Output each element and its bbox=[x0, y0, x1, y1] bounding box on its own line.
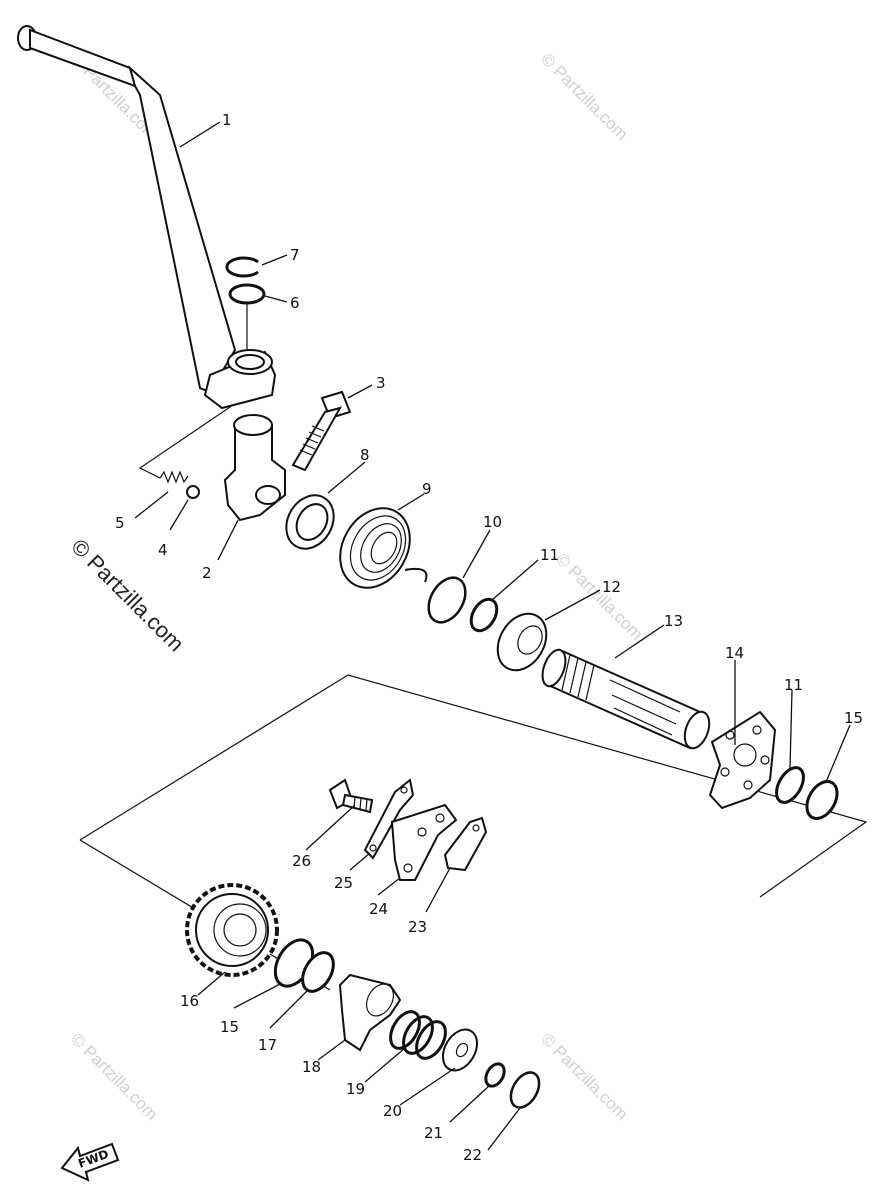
watermark-bottom-left: © Partzilla.com bbox=[67, 1029, 161, 1123]
washer-6 bbox=[228, 283, 266, 350]
part-labels: 1 2 3 4 5 6 7 8 9 10 11 12 13 14 11 15 2… bbox=[115, 111, 863, 1164]
label-5: 5 bbox=[115, 514, 125, 532]
label-9: 9 bbox=[422, 480, 432, 498]
label-25: 25 bbox=[334, 874, 353, 892]
circlip-11a bbox=[469, 597, 499, 633]
washer-10 bbox=[427, 576, 467, 624]
watermark-main: © Partzilla.com bbox=[66, 534, 189, 657]
washer-22 bbox=[509, 1071, 541, 1109]
circlip-7 bbox=[225, 256, 259, 278]
kick-lever bbox=[17, 25, 277, 410]
label-10: 10 bbox=[483, 513, 502, 531]
ball-4 bbox=[186, 485, 200, 499]
spring-5 bbox=[159, 470, 189, 484]
watermark-top-right: © Partzilla.com bbox=[537, 49, 631, 143]
label-4: 4 bbox=[158, 541, 168, 559]
washer-20 bbox=[441, 1028, 479, 1072]
label-21: 21 bbox=[424, 1124, 443, 1142]
torsion-spring-9 bbox=[339, 507, 428, 589]
label-6: 6 bbox=[290, 294, 300, 312]
label-7: 7 bbox=[290, 246, 300, 264]
label-14: 14 bbox=[725, 644, 744, 662]
label-2: 2 bbox=[202, 564, 212, 582]
label-20: 20 bbox=[383, 1102, 402, 1120]
watermark-bottom-right: © Partzilla.com bbox=[537, 1029, 631, 1123]
label-26: 26 bbox=[292, 852, 311, 870]
label-11a: 11 bbox=[540, 546, 559, 564]
spring-19 bbox=[389, 1010, 447, 1060]
label-8: 8 bbox=[360, 446, 370, 464]
label-24: 24 bbox=[369, 900, 388, 918]
label-12: 12 bbox=[602, 578, 621, 596]
label-16: 16 bbox=[180, 992, 199, 1010]
watermark-mid: © Partzilla.com bbox=[552, 549, 646, 643]
label-18: 18 bbox=[302, 1058, 321, 1076]
label-13: 13 bbox=[664, 612, 683, 630]
label-17: 17 bbox=[258, 1036, 277, 1054]
plate-14 bbox=[708, 710, 777, 810]
label-1: 1 bbox=[222, 111, 232, 129]
bracket-24 bbox=[390, 803, 458, 881]
collar-12 bbox=[496, 612, 548, 672]
label-22: 22 bbox=[463, 1146, 482, 1164]
label-15a: 15 bbox=[844, 709, 863, 727]
label-3: 3 bbox=[376, 374, 386, 392]
fwd-arrow: FWD bbox=[60, 1142, 120, 1182]
circlip-11b bbox=[775, 766, 805, 804]
bolt-3 bbox=[291, 390, 352, 472]
label-15b: 15 bbox=[220, 1018, 239, 1036]
label-23: 23 bbox=[408, 918, 427, 936]
ratchet-18 bbox=[338, 973, 402, 1052]
oil-seal-8 bbox=[285, 494, 335, 550]
leader-lines bbox=[134, 121, 851, 1151]
bolt-26 bbox=[328, 778, 374, 814]
label-11b: 11 bbox=[784, 676, 803, 694]
lever-boss-2 bbox=[223, 414, 286, 522]
kick-shaft-13 bbox=[541, 648, 711, 750]
lock-plate-25 bbox=[363, 778, 415, 860]
kick-gear-16 bbox=[185, 883, 279, 977]
circlip-21 bbox=[484, 1062, 506, 1088]
circlip-15a bbox=[805, 780, 839, 820]
label-19: 19 bbox=[346, 1080, 365, 1098]
clip-23 bbox=[443, 816, 488, 872]
